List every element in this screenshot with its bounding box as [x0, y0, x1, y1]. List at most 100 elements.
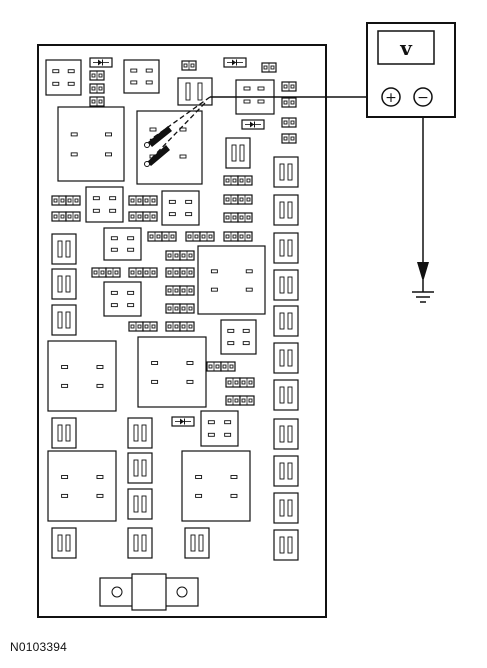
maxi-fuse-body — [127, 488, 153, 520]
terminal-slot — [185, 82, 191, 101]
terminal-slot — [246, 234, 251, 239]
mini-fuse — [165, 250, 181, 261]
micro-relay — [161, 190, 200, 226]
terminal-slot — [61, 383, 69, 388]
negative-terminal-symbol: − — [417, 90, 429, 106]
terminal-slot — [130, 270, 135, 275]
maxi-fuse — [273, 194, 299, 226]
diode-triangle — [98, 59, 102, 66]
mini-fuse — [142, 321, 158, 332]
terminal-slot — [137, 198, 142, 203]
mini-fuse — [51, 195, 67, 206]
maxi-fuse-body — [273, 492, 299, 524]
terminal-slot — [232, 197, 237, 202]
terminal-slot — [57, 424, 63, 442]
terminal-slot — [96, 493, 104, 498]
terminal-slot — [167, 288, 172, 293]
terminal-slot — [145, 80, 153, 85]
terminal-slot — [197, 82, 203, 101]
mini-fuse — [165, 321, 181, 332]
maxi-fuse — [127, 488, 153, 520]
probe-tip-upper — [148, 126, 172, 147]
terminal-slot — [96, 475, 104, 479]
maxi-fuse-body — [51, 233, 77, 265]
maxi-fuse — [184, 527, 210, 559]
maxi-fuse — [273, 156, 299, 188]
terminal-slot — [168, 212, 176, 217]
terminal-slot — [181, 270, 186, 275]
maxi-fuse — [51, 268, 77, 300]
mini-fuse — [179, 267, 195, 278]
maxi-fuse-body — [127, 527, 153, 559]
terminal-slot — [190, 63, 195, 68]
maxi-fuse-body — [51, 527, 77, 559]
micro-relay-body — [45, 59, 82, 96]
terminal-slot — [183, 63, 188, 68]
mini-fuse — [128, 267, 144, 278]
terminal-slot — [187, 234, 192, 239]
maxi-fuse-body — [273, 194, 299, 226]
positive-terminal-symbol: + — [385, 90, 397, 106]
maxi-fuse — [273, 305, 299, 337]
mini-fuse — [147, 231, 163, 242]
diode — [223, 57, 247, 68]
maxi-fuse — [51, 527, 77, 559]
terminal-slot — [246, 215, 251, 220]
terminal-slot — [110, 247, 118, 252]
micro-relay — [123, 59, 160, 94]
mini-fuse — [142, 211, 158, 222]
iso-relay — [181, 450, 251, 522]
terminal-slot — [130, 324, 135, 329]
terminal-slot — [234, 380, 239, 385]
terminal-slot — [91, 99, 96, 104]
terminal-slot — [208, 234, 213, 239]
terminal-slot — [130, 214, 135, 219]
fuse-bolt-left — [111, 586, 123, 598]
terminal-slot — [53, 198, 58, 203]
terminal-slot — [130, 68, 138, 73]
mini-fuse — [281, 81, 297, 92]
terminal-slot — [194, 234, 199, 239]
maxi-fuse-body — [127, 417, 153, 449]
terminal-slot — [179, 154, 187, 159]
micro-relay-body — [220, 319, 257, 355]
terminal-slot — [93, 270, 98, 275]
mini-fuse — [223, 212, 239, 223]
terminal-slot — [230, 475, 238, 479]
terminal-slot — [234, 398, 239, 403]
maxi-fuse — [273, 269, 299, 301]
terminal-slot — [100, 270, 105, 275]
maxi-fuse-body — [273, 529, 299, 561]
terminal-slot — [287, 349, 293, 367]
micro-relay — [200, 410, 239, 447]
terminal-slot — [52, 81, 60, 86]
terminal-slot — [70, 132, 78, 137]
diode-triangle — [180, 418, 184, 425]
terminal-slot — [74, 198, 79, 203]
maxi-fuse — [273, 232, 299, 264]
maxi-fuse-body — [51, 268, 77, 300]
maxi-fuse — [225, 137, 251, 169]
terminal-slot — [242, 341, 250, 346]
voltmeter-display — [377, 30, 435, 65]
terminal-slot — [137, 270, 142, 275]
mini-fuse — [89, 96, 105, 107]
mini-fuse — [89, 83, 105, 94]
maxi-fuse-body — [273, 455, 299, 487]
terminal-slot — [279, 349, 285, 367]
terminal-slot — [279, 499, 285, 517]
terminal-slot — [67, 81, 75, 86]
mini-fuse — [239, 395, 255, 406]
mini-fuse — [181, 60, 197, 71]
terminal-slot — [133, 424, 139, 442]
maxi-fuse-body — [273, 232, 299, 264]
terminal-slot — [270, 65, 275, 70]
terminal-slot — [195, 493, 203, 498]
terminal-slot — [151, 379, 159, 384]
terminal-slot — [60, 214, 65, 219]
terminal-slot — [91, 73, 96, 78]
terminal-slot — [181, 253, 186, 258]
terminal-slot — [186, 379, 194, 384]
micro-relay-body — [85, 186, 124, 223]
micro-relay-body — [200, 410, 239, 447]
